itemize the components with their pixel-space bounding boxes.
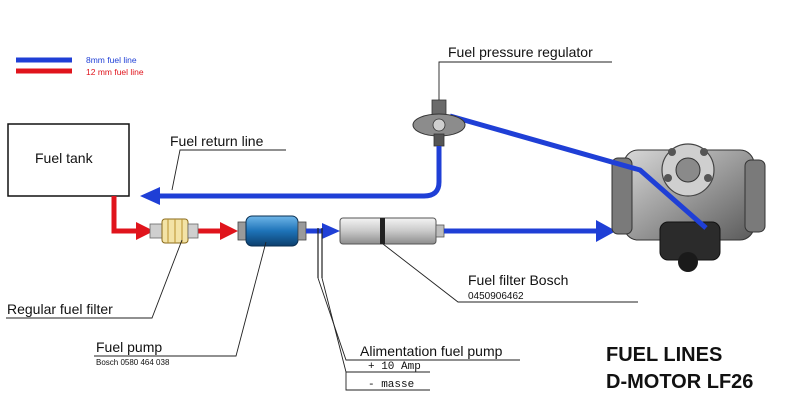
alimentation-fuel-pump-label: Alimentation fuel pump: [360, 343, 503, 359]
red-line-tank-outlet: [111, 196, 138, 234]
red-arrow-1: [136, 222, 154, 240]
regular-fuel-filter-label: Regular fuel filter: [7, 301, 113, 317]
fuel-pump-part-number: Bosch 0580 464 038: [96, 358, 170, 367]
legend-red-label: 12 mm fuel line: [86, 67, 144, 77]
blue-arrow-return: [140, 187, 160, 205]
blue-line-return-to-tank: [160, 146, 442, 199]
leader-fuel-pump: [94, 241, 267, 357]
leader-regulator: [438, 61, 612, 100]
engine: [611, 143, 766, 272]
leader-bosch-filter: [382, 243, 638, 303]
fuel-tank: Fuel tank: [7, 123, 130, 197]
bosch-fuel-filter: [339, 217, 445, 245]
leader-alimentation-1: [317, 277, 520, 361]
title-line-2: D-MOTOR LF26: [606, 371, 753, 393]
fuel-pump-label: Fuel pump: [96, 339, 162, 355]
leader-return-line: [171, 149, 286, 191]
blue-arrow-pump-out: [322, 223, 340, 239]
title-line-1: FUEL LINES: [606, 344, 722, 366]
fuel-pressure-regulator-label: Fuel pressure regulator: [448, 44, 593, 60]
fuel-filter-part-number: 0450906462: [468, 291, 524, 302]
blue-line-engine-to-regulator: [449, 113, 708, 230]
leader-alimentation-3: [345, 372, 430, 391]
legend: 8mm fuel line 12 mm fuel line: [16, 55, 144, 77]
fuel-pump: [237, 215, 307, 247]
fuel-tank-label: Fuel tank: [35, 150, 94, 166]
fuel-tank-box: [7, 123, 130, 197]
legend-blue-label: 8mm fuel line: [86, 55, 137, 65]
fuel-pressure-regulator: [412, 99, 466, 147]
leader-lines: [6, 61, 638, 391]
red-arrow-2: [220, 222, 238, 240]
regular-fuel-filter: [149, 218, 199, 244]
red-fuel-line: [111, 196, 238, 240]
leader-regular-filter: [6, 239, 183, 319]
blue-arrow-engine-in: [596, 220, 616, 242]
alimentation-wires: [317, 228, 323, 278]
masse-label: - masse: [368, 379, 414, 391]
fuel-filter-bosch-label: Fuel filter Bosch: [468, 272, 568, 288]
plus-10-amp-label: + 10 Amp: [368, 361, 421, 373]
fuel-return-line-label: Fuel return line: [170, 133, 264, 149]
